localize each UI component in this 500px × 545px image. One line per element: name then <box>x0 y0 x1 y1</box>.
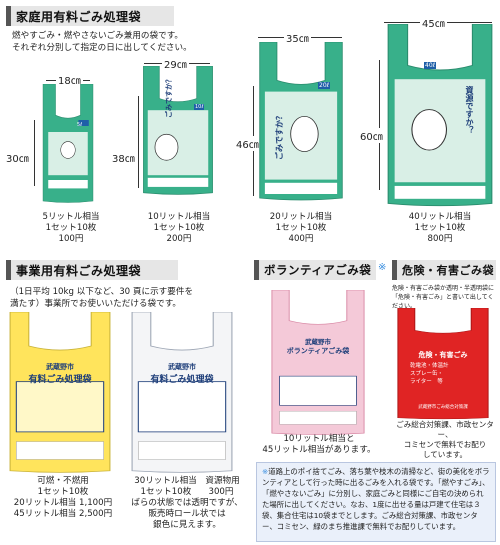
height-dimension-line <box>34 120 35 186</box>
hazard-bag-caption: ごみ総合対策課、市政センター、 コミセンで無料でお配り しています。 <box>396 420 494 459</box>
business-bag-caption: 30リットル相当 資源物用 1セット10枚 300円 ばらの状態では透明ですが、… <box>131 476 243 530</box>
bag-size-mark: 40ℓ <box>424 62 437 69</box>
business-bag-caption: 可燃・不燃用 1セット10枚 20リットル相当 1,100円 45リットル相当 … <box>13 476 113 519</box>
household-bag-5l: 5ℓ <box>42 84 94 204</box>
volunteer-section-title: ボランティアごみ袋 <box>254 260 376 280</box>
bag-city-name: 武蔵野市 <box>46 363 74 371</box>
bag-city-name: 武蔵野市 <box>168 363 196 371</box>
bag-tagline: 資源ですか？ <box>465 86 474 134</box>
bag-height-label: 38㎝ <box>112 150 135 165</box>
business-bag-clear: 武蔵野市 有料ごみ処理袋 <box>130 312 234 474</box>
bag-tagline: ごみですか？ <box>165 76 173 118</box>
hazard-section-title: 危険・有害ごみ袋 <box>392 260 496 280</box>
bag-caption: 20リットル相当 1セット10枚 400円 <box>269 212 333 244</box>
bag-size-mark: 10ℓ <box>194 104 205 110</box>
volunteer-note-marker: ※ <box>378 262 387 273</box>
household-bag-10l: ごみですか？ 10ℓ <box>142 66 214 196</box>
bag-width-label: 29㎝ <box>162 56 189 71</box>
note-text: 道路上のポイ捨てごみ、落ち葉や枝木の清掃など、街の美化をボランティアとして行った… <box>262 467 490 531</box>
bag-title: 有料ごみ処理袋 <box>28 375 92 385</box>
volunteer-bag-caption: 10リットル相当と 45リットル相当があります。 <box>262 434 376 455</box>
bag-size-mark: 5ℓ <box>77 122 83 128</box>
bag-height-label: 30㎝ <box>6 150 29 165</box>
note-marker: ※ <box>262 467 269 476</box>
bag-width-label: 45㎝ <box>420 15 447 30</box>
bag-size-mark: 20ℓ <box>318 82 331 89</box>
business-description: （1日平均 10kg 以下など、30 頁に示す要件を 満たす）事業所でお使いいた… <box>10 287 194 309</box>
bag-caption: 40リットル相当 1セット10枚 800円 <box>408 212 472 244</box>
bag-height-label: 60㎝ <box>360 128 383 143</box>
bag-title: ボランティアごみ袋 <box>286 347 350 355</box>
volunteer-note-box: ※道路上のポイ捨てごみ、落ち葉や枝木の清掃など、街の美化をボランティアとして行っ… <box>256 462 496 542</box>
household-bag-20l: ごみですか？ 20ℓ <box>258 42 344 202</box>
bag-width-label: 35㎝ <box>284 30 311 45</box>
business-section-title: 事業用有料ごみ処理袋 <box>6 260 178 280</box>
household-section-title: 家庭用有料ごみ処理袋 <box>6 6 174 26</box>
height-dimension-line <box>138 96 139 188</box>
height-dimension-line <box>379 60 380 190</box>
bag-height-label: 46㎝ <box>236 136 259 151</box>
bag-tagline: ごみですか？ <box>275 112 284 160</box>
bag-caption: 5リットル相当 1セット10枚 100円 <box>42 212 100 244</box>
bag-title: 有料ごみ処理袋 <box>150 375 214 385</box>
bag-city-name: 武蔵野市 <box>305 338 331 346</box>
bag-footer: 武蔵野市ごみ総合対策課 <box>418 405 468 410</box>
household-bag-40l: 資源ですか？ 40ℓ <box>386 24 494 208</box>
volunteer-bag: 武蔵野市 ボランティアごみ袋 <box>270 290 366 436</box>
bag-title: 危険・有害ごみ <box>418 351 468 359</box>
hazard-bag: 危険・有害ごみ 乾電池・体温計 スプレー缶・ ライター 等 武蔵野市ごみ総合対策… <box>396 308 490 420</box>
household-description: 燃やすごみ・燃やさないごみ兼用の袋です。 それぞれ分別して指定の日に出してくださ… <box>12 31 192 53</box>
bag-items: 乾電池・体温計 スプレー缶・ ライター 等 <box>410 363 449 385</box>
business-bag-yellow: 武蔵野市 有料ごみ処理袋 <box>8 312 112 474</box>
hazard-description: 危険・有害ごみ袋か透明・半透明袋に 「危険・有害ごみ」と書いて出してください。 <box>392 285 495 310</box>
bag-caption: 10リットル相当 1セット10枚 200円 <box>147 212 211 244</box>
bag-width-label: 18㎝ <box>56 72 83 87</box>
